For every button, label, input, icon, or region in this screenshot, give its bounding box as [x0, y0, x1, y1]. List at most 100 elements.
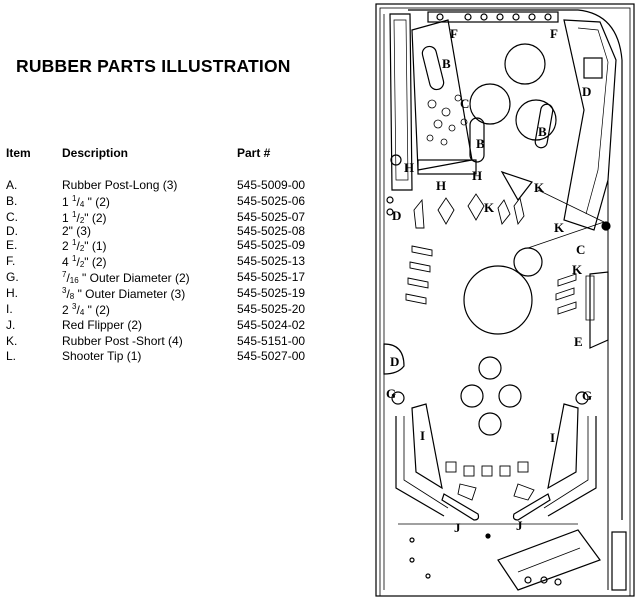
table-row: K. Rubber Post -Short (4) 545-5151-00 [0, 334, 350, 349]
part-number: 545-5027-00 [237, 349, 306, 363]
item-description: 7/16 " Outer Diameter (2) [62, 270, 190, 285]
upper-left-holes [426, 94, 468, 146]
item-description: 1 1/2" (2) [62, 210, 107, 225]
header-part: Part # [237, 146, 271, 160]
diagram-label-j-right: J [516, 518, 523, 533]
item-letter: D. [6, 224, 18, 238]
diagram-label-h-left: H [404, 160, 414, 175]
item-description: 2 1/2" (1) [62, 238, 107, 253]
item-letter: I. [6, 302, 13, 316]
table-row: G. 7/16 " Outer Diameter (2) 545-5025-17 [0, 270, 350, 285]
part-number: 545-5025-06 [237, 194, 306, 208]
slingshot-left [411, 403, 443, 490]
center-saucer [513, 247, 543, 277]
item-letter: H. [6, 286, 18, 300]
rubber-b-top [421, 45, 445, 91]
page-title: RUBBER PARTS ILLUSTRATION [16, 56, 291, 76]
center-post [485, 533, 491, 539]
top-lane-holes [436, 13, 552, 21]
diagram-label-k-right-low: K [554, 220, 565, 235]
item-letter: K. [6, 334, 18, 348]
part-number: 545-5025-20 [237, 302, 306, 316]
diagram-label-h-right: H [472, 168, 482, 183]
item-description: Shooter Tip (1) [62, 349, 142, 363]
diagram-label-d-lower: D [390, 354, 399, 369]
diagram-label-d-left: D [392, 208, 401, 223]
arrow-mid [467, 193, 485, 221]
table-row: I. 2 3/4 " (2) 545-5025-20 [0, 302, 350, 317]
star-rollover [390, 154, 402, 166]
diagram-label-g-left: G [386, 386, 396, 401]
rubber-g-right [575, 391, 589, 405]
diagram-label-i-left: I [420, 428, 425, 443]
part-number: 545-5025-19 [237, 286, 306, 300]
item-letter: E. [6, 238, 18, 252]
part-number: 545-5151-00 [237, 334, 306, 348]
item-letter: F. [6, 254, 16, 268]
table-row: L. Shooter Tip (1) 545-5027-00 [0, 349, 350, 364]
item-description: Red Flipper (2) [62, 318, 143, 332]
lower-insert-right [498, 384, 522, 408]
left-ramp [389, 13, 413, 191]
table-row: H.3/8 " Outer Diameter (3)545-5025-19 [0, 286, 350, 301]
item-letter: J. [6, 318, 16, 332]
table-row: A.Rubber Post-Long (3)545-5009-00 [0, 178, 350, 193]
shooter-lane [611, 531, 627, 591]
diagram-label-c-upper: C [460, 96, 469, 111]
item-letter: B. [6, 194, 18, 208]
inlane-guide-left [395, 416, 445, 517]
right-inserts [555, 273, 577, 315]
item-description: Rubber Post -Short (4) [62, 334, 183, 348]
top-arch [408, 9, 623, 520]
diagram-label-d-right-top: D [582, 84, 591, 99]
part-number: 545-5025-08 [237, 224, 306, 238]
flipper-right [512, 493, 551, 521]
table-row: J. Red Flipper (2) 545-5024-02 [0, 318, 350, 333]
part-number: 545-5025-17 [237, 270, 306, 284]
drop-target-bank [417, 159, 477, 175]
item-description: 2 3/4 " (2) [62, 302, 110, 317]
diagram-label-g-right: G [582, 388, 592, 403]
part-number: 545-5025-07 [237, 210, 306, 224]
table-row: E.2 1/2" (1)545-5025-09 [0, 238, 350, 253]
lower-insert-top [478, 356, 502, 380]
left-kicker-d [383, 343, 405, 375]
arrow-left [437, 197, 455, 225]
lower-insert-left [460, 384, 484, 408]
center-triangle [500, 170, 533, 202]
pop-bumper-top [504, 43, 546, 85]
diagram-label-k-center: K [534, 180, 545, 195]
table-row: B. 1 1/4 " (2) 545-5025-06 [0, 194, 350, 209]
item-letter: G. [6, 270, 19, 284]
header-item: Item [6, 146, 31, 160]
inlane-guide-right [547, 416, 597, 517]
diagram-label-e-right: E [574, 334, 583, 349]
part-number: 545-5024-02 [237, 318, 306, 332]
right-wall-e [589, 271, 609, 349]
diagram-label-h-mid: H [436, 178, 446, 193]
item-description: 4 1/2" (2) [62, 254, 107, 269]
header-description: Description [62, 146, 129, 160]
pop-bumper-mid [469, 83, 511, 125]
diagram-label-i-right: I [550, 430, 555, 445]
kicker-post [601, 221, 611, 231]
diagram-label-b-top: B [442, 56, 451, 71]
table-row: C. 1 1/2" (2) 545-5025-07 [0, 210, 350, 225]
item-description: Rubber Post-Long (3) [62, 178, 178, 192]
table-row: F.4 1/2" (2)545-5025-13 [0, 254, 350, 269]
rubber-b-center [469, 117, 485, 163]
part-number: 545-5009-00 [237, 178, 306, 192]
lower-insert-bottom [478, 412, 502, 436]
right-ramp [563, 19, 617, 231]
diagram-label-f-left: F [450, 26, 458, 41]
item-letter: L. [6, 349, 17, 363]
top-lane-bar [427, 11, 559, 23]
left-inserts [405, 245, 433, 305]
cabinet-inner-outline [379, 7, 631, 597]
item-description: 1 1/4 " (2) [62, 194, 110, 209]
diagram-label-f-right: F [550, 26, 558, 41]
item-letter: C. [6, 210, 18, 224]
diagram-label-b-center: B [476, 136, 485, 151]
item-description: 2" (3) [62, 224, 91, 238]
